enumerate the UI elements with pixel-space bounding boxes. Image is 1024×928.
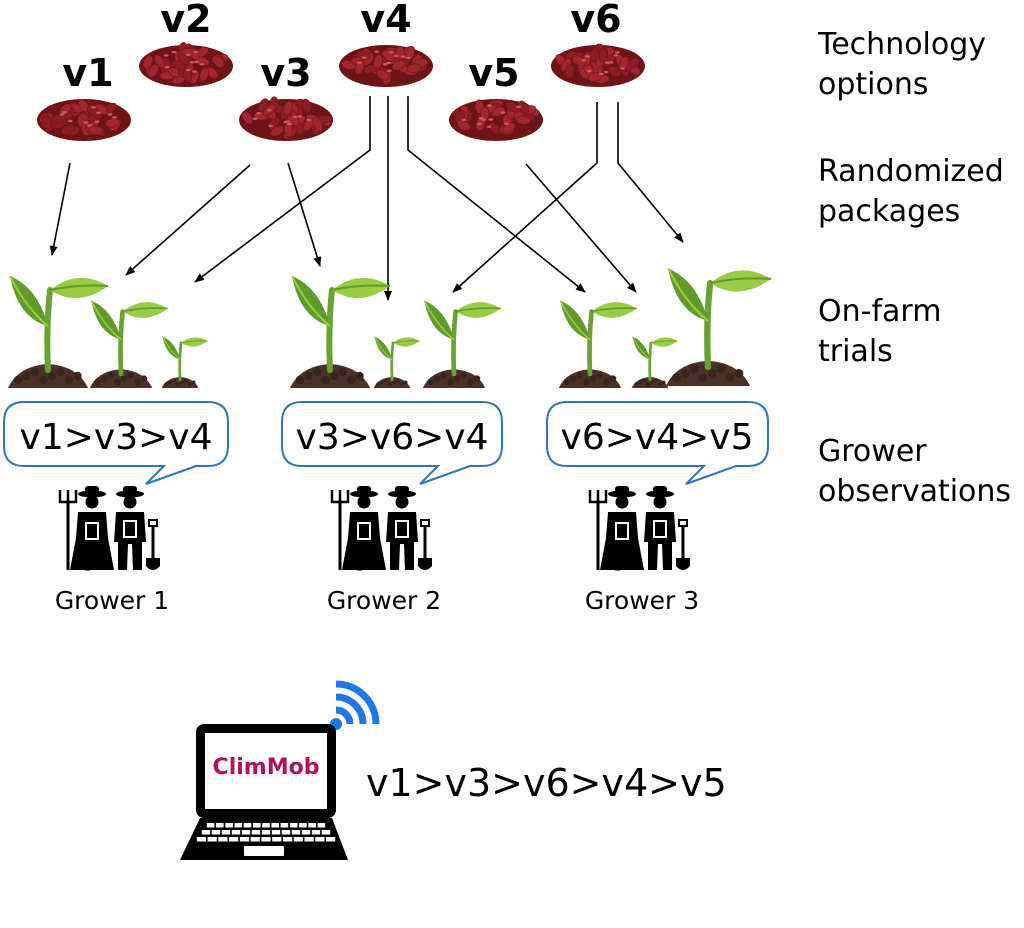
aggregated-ranking: v1>v3>v6>v4>v5 <box>366 761 727 805</box>
arrow-v5-grower3 <box>525 163 637 293</box>
stage-technology-line2: options <box>818 67 929 102</box>
arrow-v6-grower3 <box>617 102 684 243</box>
stage-randomized-line1: Randomized <box>818 154 1004 189</box>
stage-onfarm-line2: trials <box>818 334 893 369</box>
farmer-couple-icon <box>58 486 160 571</box>
grower3-name: Grower 3 <box>585 586 699 615</box>
bean-pile-icon-v2 <box>139 42 233 87</box>
arrow-v4-grower3 <box>407 96 586 293</box>
seedling-icon <box>666 267 772 386</box>
app-name: ClimMob <box>213 755 320 780</box>
package-arrows <box>49 96 684 301</box>
seedling-icon <box>290 275 391 388</box>
wifi-icon <box>330 680 380 730</box>
option-label-v2: v2 <box>160 0 211 41</box>
seedling-icon <box>161 336 208 388</box>
arrow-v6-grower2 <box>452 102 598 293</box>
stage-onfarm-line1: On-farm <box>818 294 941 329</box>
seedling-icon <box>89 300 168 388</box>
stage-randomized-line2: packages <box>818 194 960 229</box>
speech-bubble-grower3: v6>v4>v5 <box>546 401 769 485</box>
grower1-name: Grower 1 <box>55 586 169 615</box>
speech-bubble-grower2: v3>v6>v4 <box>281 401 503 485</box>
grower2-name: Grower 2 <box>327 586 441 615</box>
option-label-v1: v1 <box>62 51 113 95</box>
seedling-icon <box>422 300 501 388</box>
arrow-v3-grower2 <box>287 162 322 267</box>
bean-piles <box>37 42 645 141</box>
option-label-v3: v3 <box>260 51 311 95</box>
seedling-icon <box>373 336 420 388</box>
grower2-ranking: v3>v6>v4 <box>296 417 489 458</box>
arrow-v3-grower1 <box>125 164 251 276</box>
bean-pile-icon-v6 <box>551 43 645 87</box>
laptop-icon: ClimMob <box>180 724 348 860</box>
stage-grower-line2: observations <box>818 474 1011 509</box>
seedling-icon <box>631 336 678 388</box>
arrow-v1-grower1 <box>49 162 71 256</box>
bean-pile-icon-v4 <box>339 45 433 87</box>
on-farm-trial-plants <box>8 267 772 388</box>
laptop-keyboard <box>196 823 336 845</box>
bean-pile-icon-v5 <box>449 99 543 141</box>
farmer-couple-icon <box>588 486 690 571</box>
bean-pile-icon-v1 <box>37 98 131 141</box>
grower1-ranking: v1>v3>v4 <box>20 417 213 458</box>
farmer-couple-icon <box>330 486 432 571</box>
farmer-icons <box>58 486 690 571</box>
stage-technology-line1: Technology <box>817 27 986 62</box>
option-label-v4: v4 <box>360 0 411 41</box>
seedling-icon <box>8 275 109 388</box>
option-label-v6: v6 <box>570 0 621 41</box>
stage-grower-line1: Grower <box>818 434 927 469</box>
seedling-icon <box>558 300 637 388</box>
bean-pile-icon-v3 <box>239 96 333 141</box>
speech-bubble-grower1: v1>v3>v4 <box>3 401 229 485</box>
arrow-v4-grower1 <box>194 96 371 283</box>
option-label-v5: v5 <box>468 51 519 95</box>
grower3-ranking: v6>v4>v5 <box>561 417 754 458</box>
